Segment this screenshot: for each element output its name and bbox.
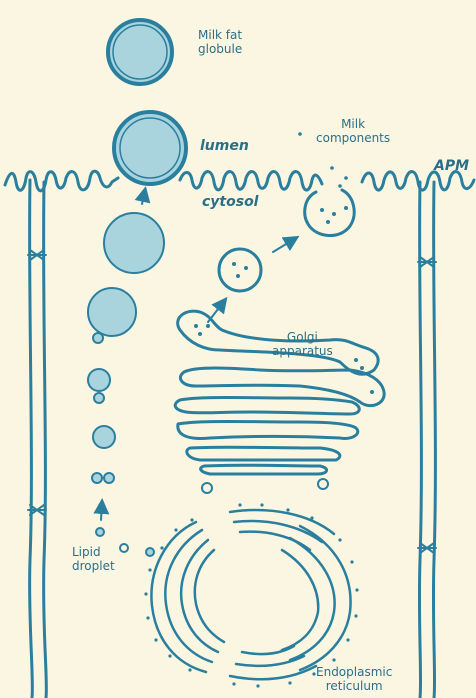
golgi-cisterna-3 [175, 398, 359, 415]
arrow-globule-secretion [142, 190, 145, 204]
right-lateral-membrane-inner [433, 182, 435, 698]
apical-plasma-membrane [5, 171, 474, 191]
lipid-droplet-9 [96, 528, 104, 536]
junction-right-top [418, 257, 436, 267]
label-golgi-apparatus: Golgi apparatus [272, 330, 333, 358]
milk-fat-globule-top [108, 20, 172, 84]
label-cytosol: cytosol [202, 194, 259, 210]
right-lateral-membrane [419, 182, 421, 698]
lipid-droplet-10 [120, 544, 128, 552]
golgi-vesicle-right [318, 479, 328, 489]
lipid-droplet-11 [146, 548, 154, 556]
milk-fat-globule-budding [114, 112, 186, 184]
junction-right-bottom [418, 543, 436, 553]
lipid-droplet-3 [93, 333, 103, 343]
lipid-droplet-4 [88, 369, 110, 391]
golgi-cisterna-5 [187, 447, 340, 460]
label-milk-components: Milk components [316, 117, 390, 145]
lipid-droplet-1 [104, 213, 164, 273]
label-lipid-droplet: Lipid droplet [72, 545, 115, 573]
golgi-cisterna-4 [178, 422, 358, 439]
label-milk-fat-globule: Milk fat globule [198, 28, 242, 56]
lipid-droplet-2 [88, 288, 136, 336]
junction-left-top [28, 250, 46, 260]
label-lumen: lumen [200, 138, 249, 154]
golgi-vesicle-left [202, 483, 212, 493]
lipid-droplet-8 [104, 473, 114, 483]
endoplasmic-reticulum [151, 510, 350, 679]
secretory-vesicle-small [219, 249, 261, 291]
lipid-droplet-6 [93, 426, 115, 448]
arrow-droplet-up [101, 502, 102, 520]
arrow-vesicle-to-membrane [273, 238, 296, 252]
lipid-droplet-5 [94, 393, 104, 403]
golgi-cisterna-6 [201, 465, 327, 474]
secretory-vesicle-exocytosis [305, 190, 354, 236]
lipid-droplet-7 [92, 473, 102, 483]
label-apm: APM [434, 158, 469, 174]
label-endoplasmic-reticulum: Endoplasmic reticulum [316, 665, 392, 693]
junction-left-bottom [28, 505, 46, 515]
